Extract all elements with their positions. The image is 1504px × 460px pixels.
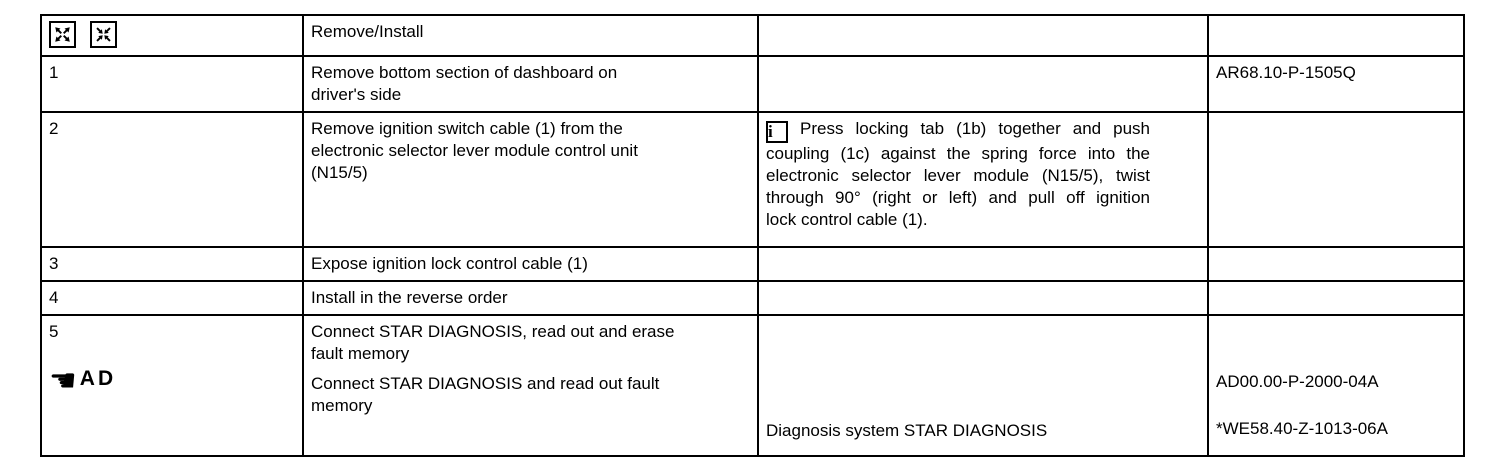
step-number-cell: 4: [40, 280, 304, 316]
note-line: coupling (1c) against the spring force i…: [766, 144, 1150, 163]
step-number: 4: [49, 288, 59, 307]
description-line: Remove bottom section of dashboard on: [311, 63, 618, 82]
description-line: Connect STAR DIAGNOSIS, read out and era…: [311, 322, 675, 341]
step-note-cell: [757, 280, 1209, 316]
note-line: electronic selector lever module (N15/5)…: [766, 166, 1150, 185]
note-line: through 90° (right or left) and pull off…: [766, 188, 1150, 207]
step-number: 2: [49, 119, 59, 138]
ad-reference-badge: ☚AD: [49, 363, 295, 399]
step-number: 3: [49, 254, 59, 273]
info-icon: i: [766, 121, 788, 143]
step-description-cell: Install in the reverse order: [302, 280, 759, 316]
document-ref-code: AR68.10-P-1505Q: [1216, 63, 1356, 82]
description-paragraph: Connect STAR DIAGNOSIS, read out and era…: [311, 321, 750, 365]
step-ref-cell: [1207, 246, 1465, 282]
step-note-cell: i Press locking tab (1b) together and pu…: [757, 111, 1209, 248]
table-row: 3 Expose ignition lock control cable (1): [40, 246, 1465, 282]
description-line: Install in the reverse order: [311, 288, 508, 307]
description-line: electronic selector lever module control…: [311, 141, 638, 160]
description-line: Connect STAR DIAGNOSIS and read out faul…: [311, 374, 660, 393]
pointing-hand-icon: ☚: [49, 363, 77, 399]
step-ref-cell: [1207, 280, 1465, 316]
table-row: 4 Install in the reverse order: [40, 280, 1465, 316]
description-line: memory: [311, 396, 373, 415]
step-number: 5: [49, 322, 59, 341]
table-row: 1 Remove bottom section of dashboard on …: [40, 55, 1465, 113]
header-note-cell: [757, 14, 1209, 57]
table-row: 5 ☚AD Connect STAR DIAGNOSIS, read out a…: [40, 314, 1465, 457]
step-note-cell: [757, 246, 1209, 282]
note-text: Press locking tab (1b) together and push: [800, 119, 1150, 138]
header-ref-cell: [1207, 14, 1465, 57]
step-note-cell: [757, 55, 1209, 113]
description-paragraph: Connect STAR DIAGNOSIS and read out faul…: [311, 373, 750, 417]
step-description-cell: Remove bottom section of dashboard on dr…: [302, 55, 759, 113]
diagnosis-system-note: Diagnosis system STAR DIAGNOSIS: [766, 421, 1048, 440]
step-description-cell: Connect STAR DIAGNOSIS, read out and era…: [302, 314, 759, 457]
table-row: 2 Remove ignition switch cable (1) from …: [40, 111, 1465, 248]
info-note: i Press locking tab (1b) together and pu…: [766, 118, 1150, 231]
header-title-cell: Remove/Install: [302, 14, 759, 57]
procedure-title: Remove/Install: [311, 22, 424, 41]
description-line: fault memory: [311, 344, 410, 363]
step-ref-cell: [1207, 111, 1465, 248]
step-number-cell: 5 ☚AD: [40, 314, 304, 457]
remove-arrows-out-icon: [49, 21, 76, 48]
note-line: i Press locking tab (1b) together and pu…: [766, 118, 1150, 143]
note-line: lock control cable (1).: [766, 210, 928, 229]
description-line: (N15/5): [311, 163, 368, 182]
step-number-cell: 1: [40, 55, 304, 113]
step-number: 1: [49, 63, 59, 82]
step-description-cell: Expose ignition lock control cable (1): [302, 246, 759, 282]
step-ref-cell: AR68.10-P-1505Q: [1207, 55, 1465, 113]
table-header-row: Remove/Install: [40, 14, 1465, 57]
description-line: Expose ignition lock control cable (1): [311, 254, 588, 273]
install-arrows-in-icon: [89, 21, 117, 48]
procedure-table: Remove/Install 1 Remove bottom section o…: [40, 14, 1465, 457]
ad-badge-label: AD: [79, 367, 117, 390]
step-number-cell: 3: [40, 246, 304, 282]
step-description-cell: Remove ignition switch cable (1) from th…: [302, 111, 759, 248]
document-ref-code: AD00.00-P-2000-04A: [1216, 372, 1379, 391]
header-symbols-cell: [40, 14, 304, 57]
step-note-cell: Diagnosis system STAR DIAGNOSIS: [757, 314, 1209, 457]
step-number-cell: 2: [40, 111, 304, 248]
document-ref-code: *WE58.40-Z-1013-06A: [1216, 419, 1388, 438]
step-ref-cell: AD00.00-P-2000-04A *WE58.40-Z-1013-06A: [1207, 314, 1465, 457]
description-line: driver's side: [311, 85, 402, 104]
description-line: Remove ignition switch cable (1) from th…: [311, 119, 623, 138]
